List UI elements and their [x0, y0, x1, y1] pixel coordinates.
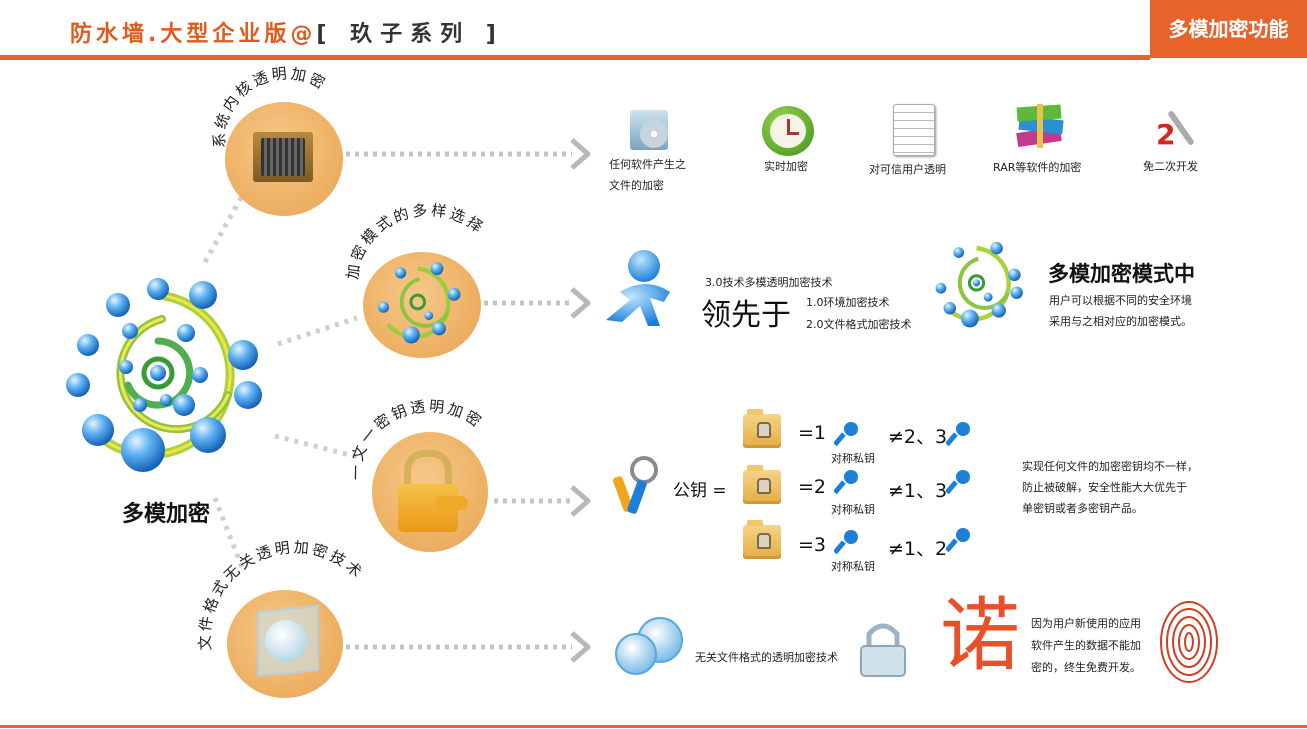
blue-key-icon [946, 470, 970, 494]
disk-icon [626, 106, 672, 152]
section-badge: 多模加密功能 [1150, 0, 1307, 58]
page-title: 防水墙.大型企业版@[ 玖子系列 ] [70, 16, 504, 48]
row2-item2: 2.0文件格式加密技术 [806, 318, 912, 331]
center-label: 多模加密 [122, 502, 211, 527]
spiral-small-icon [935, 241, 1023, 328]
row1-item1-line1: 任何软件产生之 [609, 158, 686, 171]
rar-books-icon [1015, 104, 1065, 152]
locked-folder-icon [743, 409, 781, 448]
arrow-head-row1 [570, 138, 591, 170]
row4-desc-line1: 因为用户新使用的应用 [1031, 617, 1141, 630]
footer-divider [0, 725, 1307, 728]
node1-curved-label: 系统内核透明加密 [210, 64, 327, 148]
running-person-icon [606, 250, 670, 326]
arrow-head-row2 [570, 287, 591, 319]
row1-item5-label: 免二次开发 [1143, 160, 1198, 173]
row2-desc-line2: 采用与之相对应的加密模式。 [1049, 315, 1192, 328]
notepad-icon [893, 104, 935, 156]
row3-desc-line3: 单密钥或者多密钥产品。 [1022, 502, 1143, 515]
spiral-icon [377, 262, 461, 344]
header-divider [0, 55, 1150, 60]
row4-desc-line2: 软件产生的数据不能加 [1031, 639, 1141, 652]
row1-item4-label: RAR等软件的加密 [993, 161, 1082, 174]
key-row1-eq: =1 [798, 422, 827, 444]
row2-item1: 1.0环境加密技术 [806, 296, 890, 309]
node-kernel-encryption [225, 102, 343, 216]
blue-key-icon [834, 530, 858, 554]
arrow-head-row3 [570, 485, 591, 517]
node3-curved-label: 一文一密钥透明加密 [347, 397, 483, 480]
node-format-independent [227, 590, 343, 698]
blue-key-icon [946, 422, 970, 446]
row2-tech-title: 3.0技术多模透明加密技术 [705, 276, 833, 289]
chat-bubbles-icon [615, 617, 683, 675]
key-row2-eq: =2 [798, 476, 827, 498]
wrench-2-icon: 2 [1156, 104, 1196, 152]
node-multi-mode-choice [363, 252, 481, 358]
svg-text:文件格式无关透明加密技术: 文件格式无关透明加密技术 [196, 538, 368, 651]
svg-text:系统内核透明加密: 系统内核透明加密 [210, 64, 330, 148]
row2-lead-text: 领先于 [701, 298, 791, 333]
row3-desc-line1: 实现任何文件的加密密钥均不一样， [1022, 460, 1198, 473]
node-one-file-one-key [372, 432, 488, 552]
key-icon [434, 496, 468, 510]
arrow-head-row4 [570, 631, 591, 663]
row1-item2-label: 实时加密 [764, 160, 808, 173]
row1-item1-line2: 文件的加密 [609, 179, 664, 192]
key-row1-neq: ≠2、3 [888, 426, 948, 448]
connector-node4 [212, 497, 246, 571]
blue-key-icon [946, 528, 970, 552]
row2-heading: 多模加密模式中 [1048, 262, 1195, 286]
server-icon [253, 132, 313, 182]
connector-node1 [202, 194, 245, 264]
node4-curved-label: 文件格式无关透明加密技术 [196, 538, 365, 651]
disc-icon [265, 620, 307, 662]
multi-mode-spiral-graphic [66, 278, 262, 472]
fingerprint-icon [1160, 601, 1218, 683]
svg-text:一文一密钥透明加密: 一文一密钥透明加密 [347, 397, 486, 480]
key-ring-icon [612, 456, 658, 514]
key-row2-neq: ≠1、3 [888, 480, 948, 502]
connector-node2 [277, 315, 358, 347]
title-series: [ 玖子系列 ] [316, 22, 504, 47]
key-row3-eq: =3 [798, 534, 827, 556]
row3-desc-line2: 防止被破解，安全性能大大优先于 [1022, 481, 1187, 494]
key-row3-neq: ≠1、2 [888, 538, 948, 560]
key-row3-sub: 对称私钥 [831, 560, 875, 573]
locked-folder-icon [743, 520, 781, 559]
public-key-label: 公钥 = [673, 481, 727, 501]
row1-item3-label: 对可信用户透明 [869, 163, 946, 176]
row2-desc-line1: 用户可以根据不同的安全环境 [1049, 294, 1192, 307]
clock-icon [762, 106, 814, 156]
locked-folder-icon [743, 465, 781, 504]
blue-key-icon [834, 422, 858, 446]
padlock-shackle [404, 450, 452, 493]
glass-lock-icon [860, 623, 906, 677]
promise-character: 诺 [940, 589, 1020, 682]
key-row2-sub: 对称私钥 [831, 503, 875, 516]
title-product: 防水墙.大型企业版@ [70, 22, 317, 47]
row4-label: 无关文件格式的透明加密技术 [695, 651, 838, 664]
blue-key-icon [834, 470, 858, 494]
node2-curved-label: 加密模式的多样选择 [343, 201, 485, 281]
row4-desc-line3: 密的，终生免费开发。 [1031, 661, 1141, 674]
key-row1-sub: 对称私钥 [831, 452, 875, 465]
